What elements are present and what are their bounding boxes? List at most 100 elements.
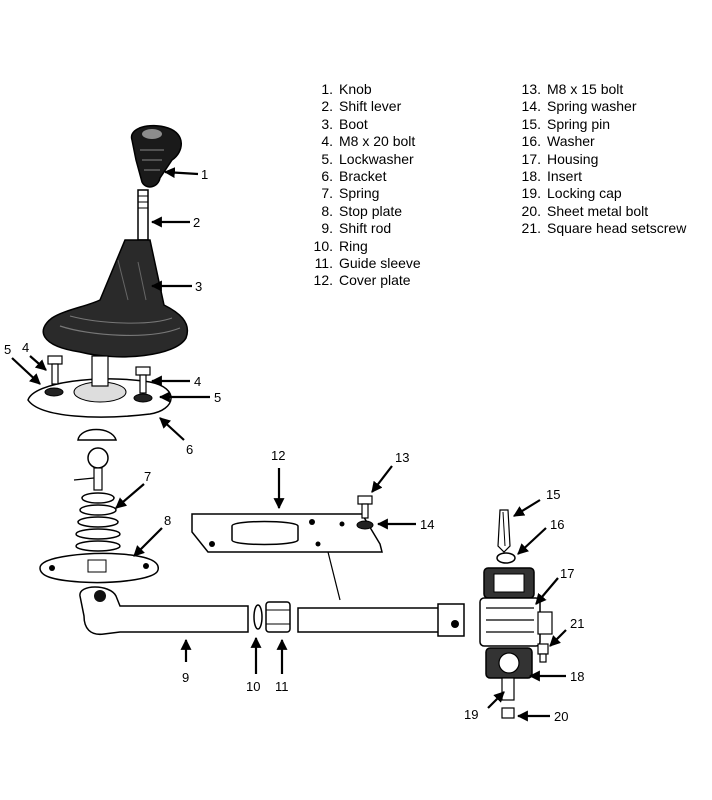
legend-item-number: 14. xyxy=(521,98,541,115)
legend-item-name: Ring xyxy=(339,237,368,254)
callout-4a: 4 xyxy=(22,340,29,355)
cover-plate-part xyxy=(191,513,383,601)
legend-item-name: Boot xyxy=(339,115,368,132)
callout-15: 15 xyxy=(546,487,560,502)
bolt-left xyxy=(47,355,63,385)
legend-item-name: M8 x 15 bolt xyxy=(547,81,624,97)
legend-item-number: 3. xyxy=(321,115,333,132)
legend-item-number: 11. xyxy=(314,255,333,272)
arrow-7 xyxy=(115,483,145,509)
locking-cap-part xyxy=(501,677,515,701)
legend-item: 9. Shift rod xyxy=(303,220,421,237)
lockwasher-left xyxy=(44,387,64,397)
legend-item-number: 20. xyxy=(521,202,541,219)
leader-arrows xyxy=(11,167,567,722)
setscrew-part xyxy=(537,643,549,663)
arrow-15 xyxy=(513,499,541,517)
legend-item-number: 16. xyxy=(521,133,541,150)
callout-1: 1 xyxy=(201,167,208,182)
legend-item-name: Spring washer xyxy=(547,98,637,115)
callout-17: 17 xyxy=(560,566,574,581)
legend-item-number: 21. xyxy=(521,220,541,237)
housing-part xyxy=(479,567,553,647)
legend-item-name: Shift rod xyxy=(339,220,392,237)
insert-part xyxy=(485,647,533,679)
callout-numbers: 1 2 3 4 4 5 5 6 7 8 9 10 11 12 13 14 15 … xyxy=(4,167,584,724)
legend-item: 11.Guide sleeve xyxy=(303,255,421,272)
arrow-21 xyxy=(549,629,567,647)
legend-item-number: 15. xyxy=(521,115,541,132)
knob-part xyxy=(130,124,182,188)
legend-item-number: 18. xyxy=(521,168,541,185)
legend-item: 1.Knob xyxy=(303,81,421,98)
legend-item: 7. Spring xyxy=(303,185,421,202)
legend-item: 5.Lockwasher xyxy=(303,151,421,168)
legend-item-name: Locking cap xyxy=(547,185,622,202)
bolt-right xyxy=(135,366,151,394)
legend-item-name: Spring xyxy=(339,185,380,202)
legend-item-name: M8 x 20 bolt xyxy=(339,133,416,150)
legend-item-name: Sheet metal bolt xyxy=(547,202,649,219)
boot-part xyxy=(42,239,189,358)
arrow-17 xyxy=(535,577,559,605)
bolt-13 xyxy=(357,495,373,519)
callout-6: 6 xyxy=(186,442,193,457)
legend-item-name: Lockwasher xyxy=(339,150,414,167)
callout-18: 18 xyxy=(570,669,584,684)
arrow-13 xyxy=(371,465,393,493)
legend-item: 13.M8 x 15 bolt xyxy=(511,81,686,98)
legend-item-number: 6. xyxy=(321,168,333,185)
callout-20: 20 xyxy=(554,709,568,724)
legend-item-name: Housing xyxy=(547,150,599,167)
arrow-5a xyxy=(11,357,41,385)
guide-sleeve-part xyxy=(265,601,291,633)
spring-pin-part xyxy=(497,509,511,553)
sheet-metal-bolt-part xyxy=(501,707,515,719)
callout-11: 11 xyxy=(275,679,289,694)
legend-item: 2.Shift lever xyxy=(303,98,421,115)
legend-item-number: 12. xyxy=(313,272,333,289)
shift-lever-part xyxy=(137,189,149,241)
callout-8: 8 xyxy=(164,513,171,528)
ball-joint xyxy=(73,428,117,491)
legend-item: 21. Square head setscrew xyxy=(511,220,687,237)
legend-item-name: Bracket xyxy=(339,168,387,185)
legend-item: 14. Spring washer xyxy=(511,98,686,115)
legend-item-name: Washer xyxy=(547,133,595,150)
callout-7: 7 xyxy=(144,469,151,484)
callout-3: 3 xyxy=(195,279,202,294)
legend-item-number: 9. xyxy=(321,220,333,237)
arrow-8 xyxy=(133,527,163,557)
legend-item: 8. Stop plate xyxy=(303,203,421,220)
callout-10: 10 xyxy=(246,679,260,694)
arrow-16 xyxy=(517,527,547,555)
legend-item: 16. Washer xyxy=(511,133,686,150)
legend-item: 12.Cover plate xyxy=(303,272,421,289)
callout-12: 12 xyxy=(271,448,285,463)
legend-item-number: 17. xyxy=(521,150,541,167)
legend-item-number: 2. xyxy=(321,98,333,115)
arrow-6 xyxy=(159,417,185,441)
washer-part xyxy=(496,552,516,564)
legend-item-number: 8. xyxy=(321,202,333,219)
arrow-19 xyxy=(487,691,505,709)
callout-21: 21 xyxy=(570,616,584,631)
callout-9: 9 xyxy=(182,670,189,685)
legend-item: 10. Ring xyxy=(303,238,421,255)
legend-item-name: Stop plate xyxy=(339,202,403,219)
spring-part xyxy=(75,492,121,552)
stop-plate-part xyxy=(39,552,159,584)
legend-item: 18. Insert xyxy=(511,168,686,185)
legend-item-number: 10. xyxy=(313,237,333,254)
callout-14: 14 xyxy=(420,517,434,532)
callout-16: 16 xyxy=(550,517,564,532)
legend-item-number: 7. xyxy=(321,185,333,202)
lockwasher-right xyxy=(133,393,153,403)
legend-item-name: Square head setscrew xyxy=(547,220,687,237)
legend-item: 6. Bracket xyxy=(303,168,421,185)
callout-5a: 5 xyxy=(4,342,11,357)
legend-item: 19.Locking cap xyxy=(511,185,686,202)
legend-item-name: Insert xyxy=(547,168,583,185)
